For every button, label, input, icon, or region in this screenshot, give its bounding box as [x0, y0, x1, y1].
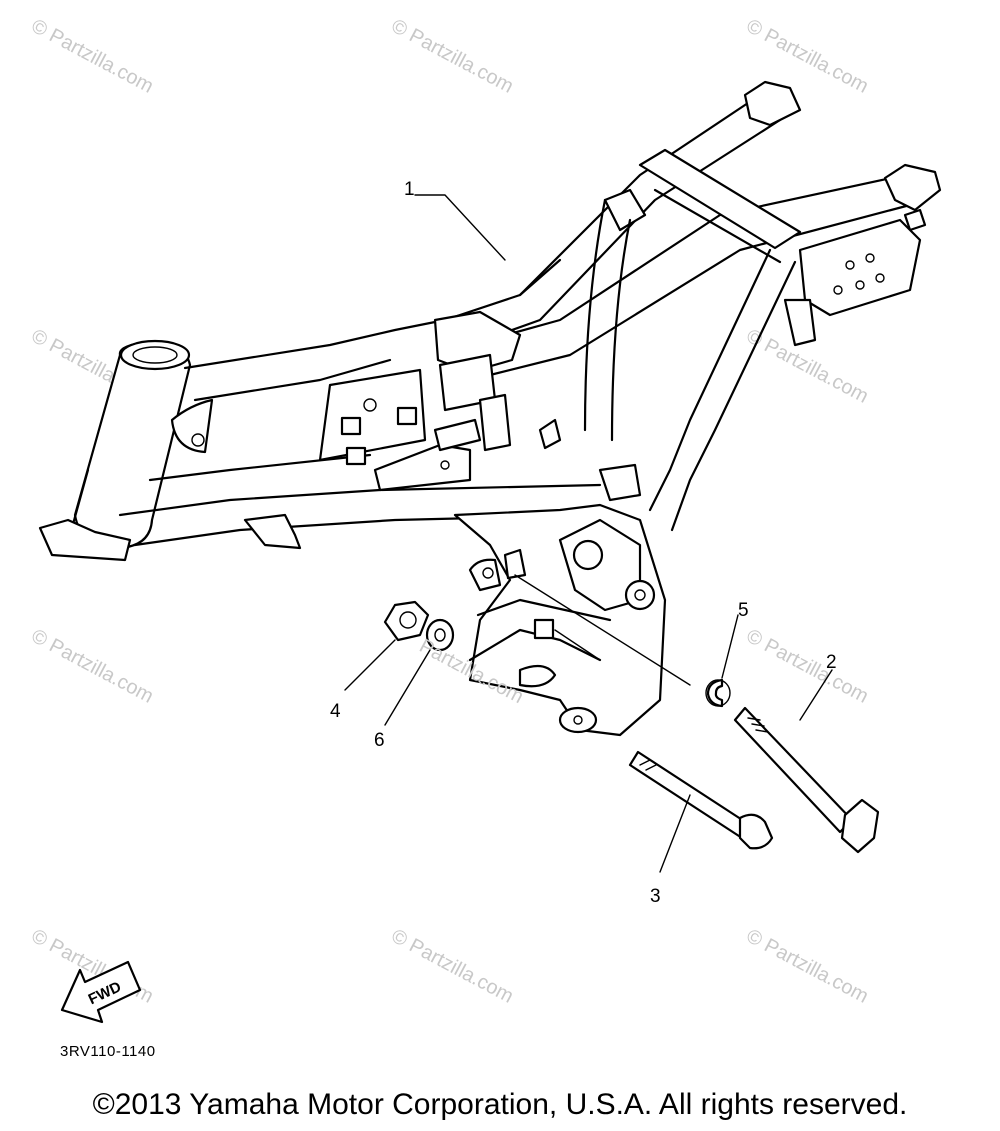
frame-illustration: [38, 80, 942, 737]
diagram-code: 3RV110-1140: [60, 1043, 156, 1060]
watermark: © Partzilla.com: [743, 625, 872, 708]
watermark: © Partzilla.com: [743, 925, 872, 1008]
callout-4: 4: [330, 701, 341, 722]
watermark: © Partzilla.com: [28, 625, 157, 708]
fwd-arrow-icon: FWD: [60, 960, 142, 1024]
callout-3: 3: [650, 886, 661, 907]
callout-6: 6: [374, 730, 385, 751]
watermark: © Partzilla.com: [388, 15, 517, 98]
washer-part: [425, 618, 455, 652]
callout-5: 5: [738, 600, 749, 621]
bolt-flange-part: [628, 750, 774, 850]
bolt-long-part: [733, 706, 880, 854]
nut-part: [383, 600, 430, 642]
clip-washer-part: [705, 678, 731, 708]
callout-2: 2: [826, 652, 837, 673]
copyright-notice: ©2013 Yamaha Motor Corporation, U.S.A. A…: [92, 1088, 908, 1121]
leader-lines: [344, 194, 833, 873]
watermark: © Partzilla.com: [28, 15, 157, 98]
callout-1: 1: [404, 179, 415, 200]
watermark: © Partzilla.com: [388, 925, 517, 1008]
